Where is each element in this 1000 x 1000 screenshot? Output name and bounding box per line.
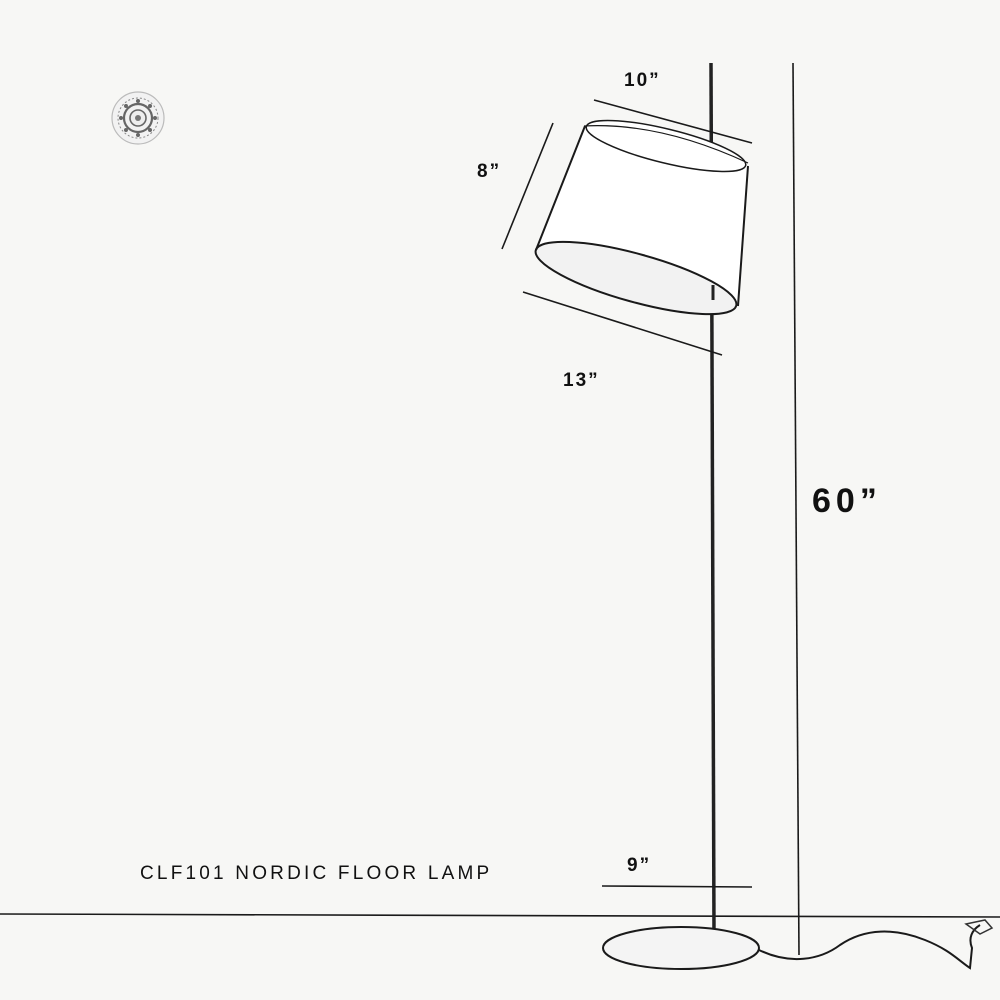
dim-line-base [601,885,753,888]
dim-line-shade-height [501,122,554,250]
dim-line-shade-bottom [522,291,723,356]
shade-top-cover [583,125,749,164]
label-shade-bottom-diameter: 13” [563,370,600,391]
label-base-diameter: 9” [627,855,652,876]
floor-line [0,913,1000,918]
shade-outline [535,125,749,307]
power-cable [758,924,981,970]
shade-bottom-rim [534,240,738,316]
label-shade-top-diameter: 10” [624,70,661,91]
dim-line-total-height [792,62,800,956]
lamp-shade [534,119,749,316]
dim-line-shade-top [593,99,753,144]
product-caption: CLF101 NORDIC FLOOR LAMP [140,863,493,884]
label-shade-height: 8” [477,161,502,182]
shade-top-rim [585,119,747,173]
label-total-height: 60” [812,482,882,520]
lamp-base [602,926,760,970]
brand-logo-emblem [111,91,165,145]
wall-plug [964,919,994,935]
